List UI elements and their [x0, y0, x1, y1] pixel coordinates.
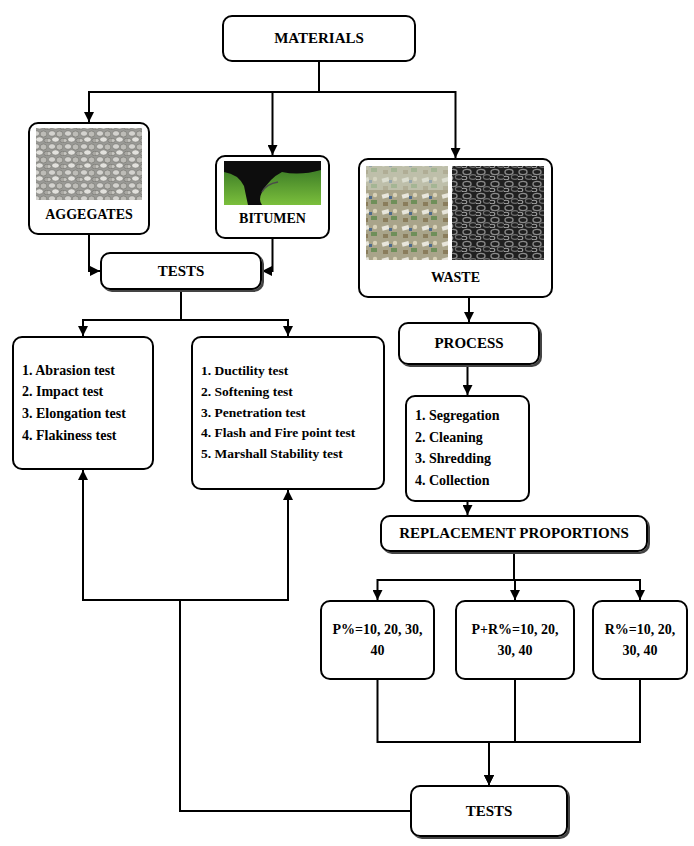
box-label: PROCESS	[434, 335, 503, 352]
box-label: 3. Elongation test	[22, 403, 126, 425]
box-label: MATERIALS	[274, 30, 364, 47]
flow-arrow	[467, 365, 469, 395]
flow-arrow	[467, 502, 469, 515]
process-box: TESTS	[100, 252, 262, 290]
box-label: 2. Impact test	[22, 381, 103, 403]
flow-arrow	[489, 680, 640, 785]
box-label: P+R%=10, 20, 30, 40	[465, 619, 565, 661]
box-label: 4. Collection	[415, 470, 490, 492]
box-label: TESTS	[466, 803, 513, 820]
box-label: REPLACEMENT PROPORTIONS	[399, 525, 629, 542]
flow-arrow	[83, 290, 181, 336]
material-box: WASTE	[358, 158, 553, 298]
step-list-box: 1. Segregation2. Cleaning3. Shredding4. …	[405, 395, 530, 502]
box-label: 4. Flakiness test	[22, 425, 117, 447]
flow-arrow	[181, 290, 288, 336]
flow-arrow	[273, 62, 320, 155]
box-label: 5. Marshall Stability test	[201, 444, 343, 465]
proportion-box: P%=10, 20, 30, 40	[320, 600, 435, 680]
flow-arrow	[378, 552, 515, 600]
box-label: WASTE	[431, 270, 480, 286]
flow-arrow	[319, 62, 456, 158]
box-label: R%=10, 20, 30, 40	[602, 619, 678, 661]
box-label: 1. Segregation	[415, 405, 500, 427]
box-label: 2. Softening test	[201, 382, 293, 403]
test-list-box: 1. Abrasion test2. Impact test3. Elongat…	[12, 336, 154, 470]
flow-arrow	[262, 239, 273, 271]
flow-arrow	[83, 470, 410, 811]
box-label: 3. Penetration test	[201, 403, 306, 424]
flow-arrow	[378, 680, 490, 785]
material-box: AGGEGATES	[28, 122, 150, 235]
flow-arrow	[468, 298, 470, 322]
flow-arrow	[89, 235, 100, 271]
flow-arrow	[514, 552, 640, 600]
box-label: 1. Ductility test	[201, 361, 288, 382]
box-label: 1. Abrasion test	[22, 360, 115, 382]
process-box: TESTS	[410, 785, 568, 837]
box-label: TESTS	[158, 263, 205, 280]
test-list-box: 1. Ductility test2. Softening test3. Pen…	[191, 336, 385, 490]
material-box: BITUMEN	[215, 155, 330, 239]
process-box: PROCESS	[398, 322, 540, 365]
proportion-box: R%=10, 20, 30, 40	[592, 600, 688, 680]
box-label: 2. Cleaning	[415, 427, 483, 449]
box-label: P%=10, 20, 30, 40	[330, 619, 425, 661]
box-label: 3. Shredding	[415, 448, 491, 470]
box-label: 4. Flash and Fire point test	[201, 423, 355, 444]
box-label: AGGEGATES	[45, 207, 133, 223]
flow-arrow	[489, 680, 515, 785]
proportion-box: P+R%=10, 20, 30, 40	[455, 600, 575, 680]
title-box: MATERIALS	[222, 15, 416, 62]
box-label: BITUMEN	[239, 211, 306, 227]
process-box: REPLACEMENT PROPORTIONS	[380, 515, 648, 552]
